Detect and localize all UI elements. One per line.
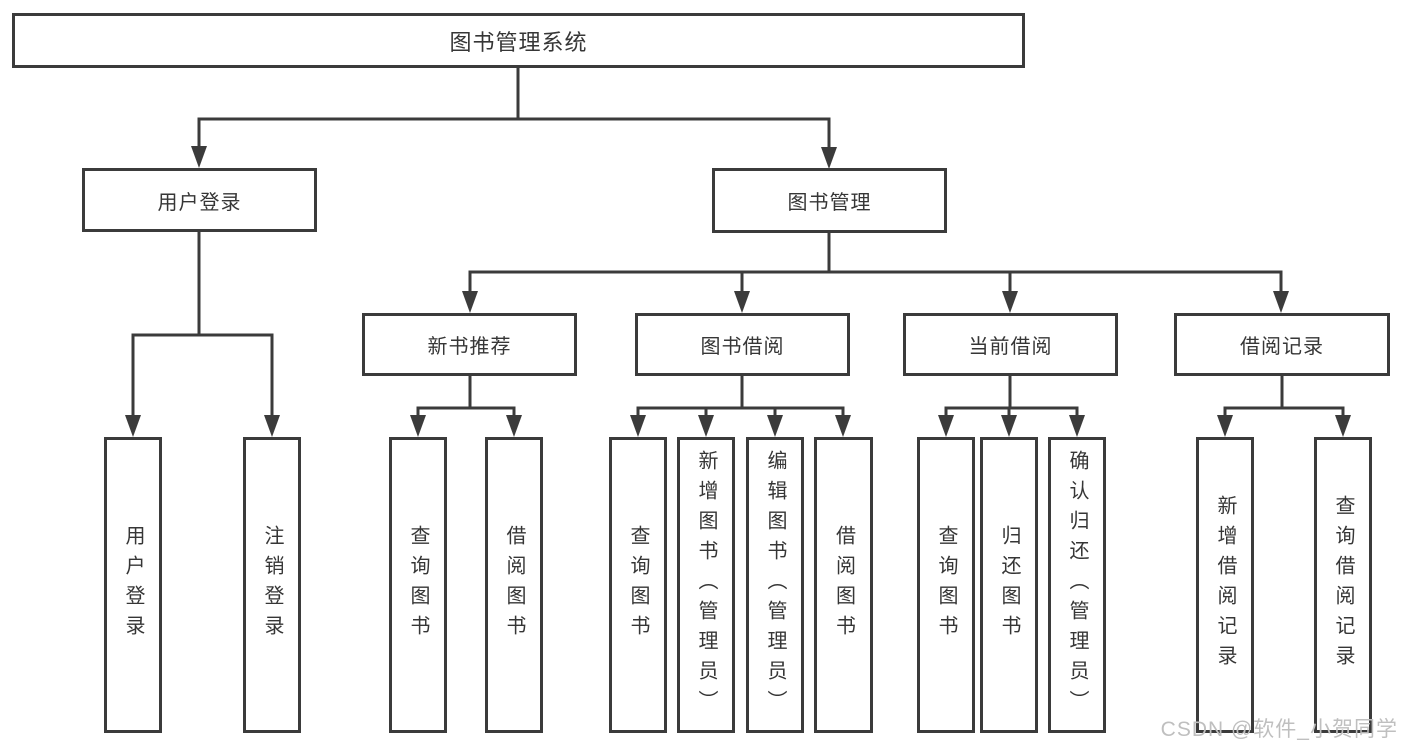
node-new-book-recommend: 新书推荐 bbox=[362, 313, 577, 376]
node-book-management: 图书管理 bbox=[712, 168, 947, 233]
node-root-label: 图书管理系统 bbox=[449, 29, 588, 55]
leaf-query-books-borrow-label: 查询图书 bbox=[627, 525, 649, 645]
leaf-query-books-recommend-label: 查询图书 bbox=[407, 525, 429, 645]
leaf-borrow-books-recommend: 借阅图书 bbox=[485, 437, 543, 733]
node-current-borrowing: 当前借阅 bbox=[903, 313, 1118, 376]
leaf-query-books-borrow: 查询图书 bbox=[609, 437, 667, 733]
leaf-borrow-books-label: 借阅图书 bbox=[832, 525, 855, 645]
node-borrowing-records: 借阅记录 bbox=[1174, 313, 1390, 376]
connector-user-login-group bbox=[125, 230, 280, 437]
node-current-borrowing-label: 当前借阅 bbox=[968, 336, 1053, 358]
node-book-borrowing: 图书借阅 bbox=[635, 313, 850, 376]
leaf-query-books-recommend: 查询图书 bbox=[389, 437, 447, 733]
node-book-management-label: 图书管理 bbox=[787, 192, 872, 214]
leaf-query-borrow-record: 查询借阅记录 bbox=[1314, 437, 1372, 733]
leaf-logout: 注销登录 bbox=[243, 437, 301, 733]
node-borrowing-records-label: 借阅记录 bbox=[1240, 336, 1324, 358]
node-user-login-label: 用户登录 bbox=[157, 191, 242, 214]
leaf-confirm-return-admin-label: 确认归还（管理员） bbox=[1066, 450, 1088, 720]
node-user-login: 用户登录 bbox=[82, 168, 317, 232]
leaf-logout-label: 注销登录 bbox=[261, 525, 283, 645]
node-root-system: 图书管理系统 bbox=[12, 13, 1025, 68]
leaf-user-login-label: 用户登录 bbox=[122, 525, 144, 645]
leaf-borrow-books: 借阅图书 bbox=[814, 437, 873, 733]
connector-current-borrow-group bbox=[938, 374, 1085, 437]
node-book-borrowing-label: 图书借阅 bbox=[700, 336, 785, 358]
connector-root-to-level2 bbox=[191, 66, 837, 169]
leaf-return-books: 归还图书 bbox=[980, 437, 1038, 733]
leaf-add-books-admin-label: 新增图书（管理员） bbox=[695, 450, 717, 720]
leaf-query-borrow-record-label: 查询借阅记录 bbox=[1332, 495, 1354, 675]
connector-new-book-group bbox=[410, 374, 522, 437]
connector-book-management-to-level3 bbox=[462, 231, 1289, 313]
leaf-user-login: 用户登录 bbox=[104, 437, 162, 733]
leaf-query-books-current: 查询图书 bbox=[917, 437, 975, 733]
leaf-add-borrow-record-label: 新增借阅记录 bbox=[1214, 495, 1236, 675]
leaf-borrow-books-recommend-label: 借阅图书 bbox=[503, 525, 525, 645]
leaf-add-borrow-record: 新增借阅记录 bbox=[1196, 437, 1254, 733]
leaf-edit-books-admin: 编辑图书（管理员） bbox=[746, 437, 804, 733]
node-new-book-recommend-label: 新书推荐 bbox=[427, 336, 512, 358]
csdn-watermark: CSDN @软件_小贺同学 bbox=[1160, 718, 1398, 741]
leaf-add-books-admin: 新增图书（管理员） bbox=[677, 437, 735, 733]
leaf-query-books-current-label: 查询图书 bbox=[935, 525, 957, 645]
leaf-return-books-label: 归还图书 bbox=[998, 525, 1020, 645]
connector-book-borrow-group bbox=[630, 374, 851, 437]
connector-borrow-records-group bbox=[1217, 374, 1351, 437]
leaf-edit-books-admin-label: 编辑图书（管理员） bbox=[764, 450, 786, 720]
leaf-confirm-return-admin: 确认归还（管理员） bbox=[1048, 437, 1106, 733]
